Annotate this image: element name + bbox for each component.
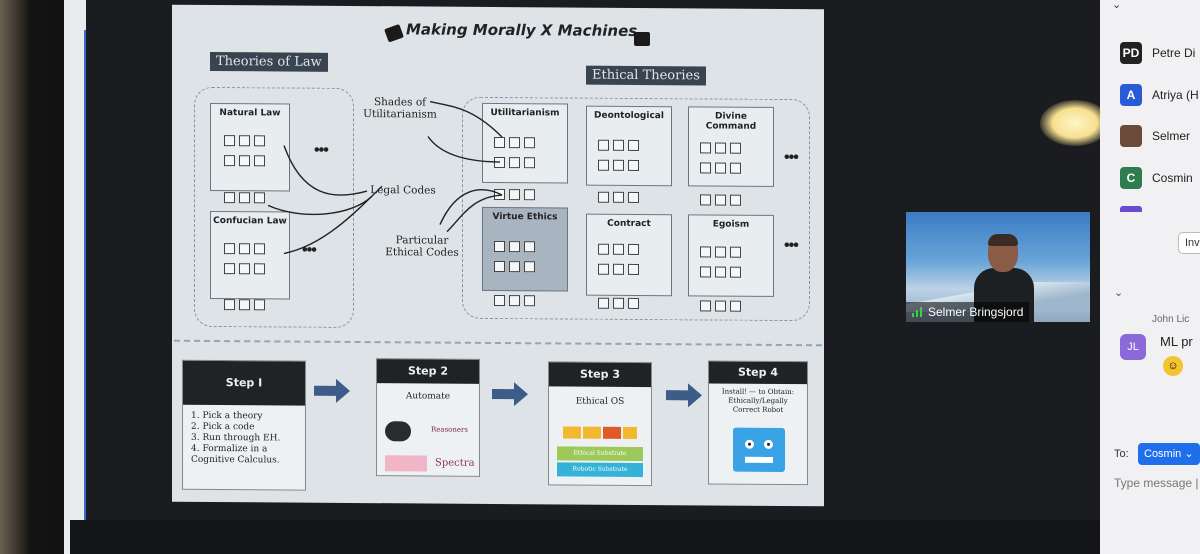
step-1-title: Step I <box>183 360 305 406</box>
light-glare <box>1040 100 1110 146</box>
spectra-graphic <box>385 455 427 472</box>
to-label: To: <box>1114 448 1129 460</box>
participant-item[interactable]: A Atriya (H <box>1120 84 1199 106</box>
left-app-strip <box>64 0 86 554</box>
chevron-down-icon[interactable]: ⌄ <box>1112 0 1122 11</box>
step-1-item: 3. Run through EH. <box>191 432 281 444</box>
connector-arrows <box>267 100 503 255</box>
step-2-title: Step 2 <box>377 359 479 384</box>
avatar: C <box>1120 167 1142 189</box>
step-4-subtitle: Install! — to Obtain: Ethically/Legally … <box>721 387 795 414</box>
reasoners-label: Reasoners <box>431 425 468 434</box>
participant-name: Cosmin <box>1152 171 1193 185</box>
bottom-band <box>70 520 1100 554</box>
step-3-card: Step 3 Ethical OS Ethical Substrate Robo… <box>548 361 652 487</box>
video-name-bar: Selmer Bringsjord <box>906 302 1030 322</box>
video-tile[interactable]: Selmer Bringsjord <box>906 212 1090 322</box>
step-3-subtitle: Ethical OS <box>575 396 625 407</box>
step-1-card: Step I 1. Pick a theory 2. Pick a code 3… <box>182 359 306 491</box>
step-4-card: Step 4 Install! — to Obtain: Ethically/L… <box>708 360 808 486</box>
step-2-subtitle: Automate <box>405 391 451 402</box>
participant-item[interactable]: Selmer <box>1120 125 1190 147</box>
participants-chat-panel: ⌄ PD Petre Di A Atriya (H Selmer C Cosmi… <box>1100 0 1200 554</box>
robot-icon <box>733 427 785 473</box>
avatar <box>1120 206 1142 212</box>
toggle-graphic <box>385 421 411 442</box>
step-2-card: Step 2 Automate Reasoners Spectra <box>376 358 480 477</box>
chat-message: ML pr <box>1160 334 1193 349</box>
recipient-dropdown[interactable]: Cosmin ⌄ <box>1138 443 1200 465</box>
shared-slide: Making Morally X Machines Theories of La… <box>172 4 824 507</box>
step-1-item: 1. Pick a theory <box>191 410 263 422</box>
chat-sender: John Lic <box>1152 314 1190 325</box>
emoji-reaction-icon[interactable]: ☺ <box>1163 356 1183 376</box>
invite-button[interactable]: Inv <box>1178 232 1200 254</box>
spectra-label: Spectra <box>435 457 475 469</box>
module-block <box>623 426 637 439</box>
avatar: A <box>1120 84 1142 106</box>
participant-name: Selmer <box>1152 129 1191 143</box>
signal-icon <box>912 307 924 317</box>
avatar: JL <box>1120 334 1146 360</box>
step-4-title: Step 4 <box>709 361 807 385</box>
participant-item[interactable]: C Cosmin <box>1120 167 1193 189</box>
avatar <box>1120 125 1142 147</box>
participant-name: Petre Di <box>1152 46 1196 60</box>
message-input[interactable]: Type message | <box>1114 476 1199 490</box>
right-arrow-icon <box>314 378 350 403</box>
avatar: PD <box>1120 42 1142 64</box>
module-block <box>603 426 621 439</box>
step-1-item: 4. Formalize in a Cognitive Calculus. <box>191 443 280 466</box>
module-block <box>583 426 601 439</box>
monitor-bezel <box>0 0 70 554</box>
participant-item[interactable]: PD Petre Di <box>1120 42 1195 64</box>
right-arrow-icon <box>492 382 528 407</box>
ethical-substrate-layer: Ethical Substrate <box>557 446 643 462</box>
video-participant-name: Selmer Bringsjord <box>928 305 1024 319</box>
chevron-down-icon[interactable]: ⌄ <box>1114 287 1124 299</box>
module-block <box>563 426 581 439</box>
right-arrow-icon <box>666 383 702 408</box>
robotic-substrate-layer: Robotic Substrate <box>557 462 643 478</box>
step-3-title: Step 3 <box>549 362 651 388</box>
participant-name: Atriya (H <box>1152 88 1199 102</box>
step-1-item: 2. Pick a code <box>191 421 255 433</box>
